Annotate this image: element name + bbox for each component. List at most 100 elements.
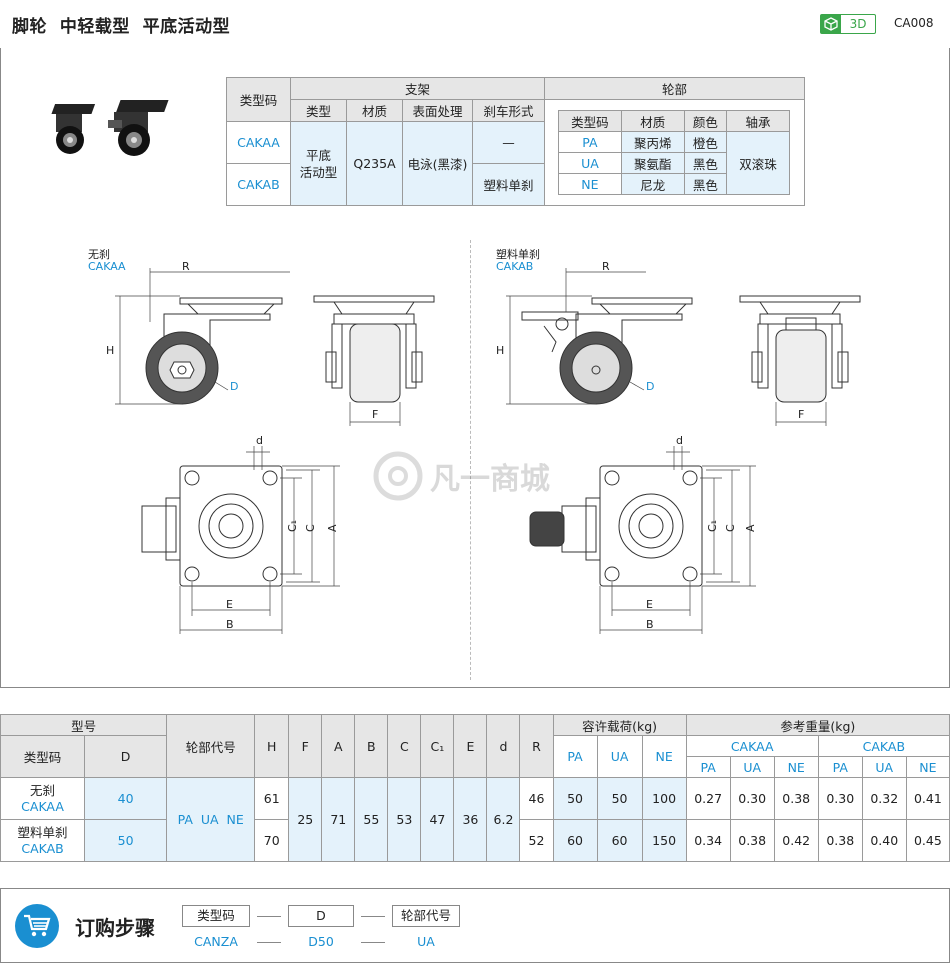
dim-e: E xyxy=(226,598,233,611)
wheel-color: 橙色 xyxy=(683,131,728,153)
weight-value: 0.42 xyxy=(773,819,819,862)
wheel-code: NE xyxy=(558,173,622,195)
weight-col-header: UA xyxy=(729,756,775,778)
load-value: 60 xyxy=(552,819,598,862)
weight-value: 0.38 xyxy=(729,819,775,862)
r-value: 46 xyxy=(519,777,554,820)
step-d: D xyxy=(288,905,354,927)
spec-row-code: CAKAB xyxy=(226,163,291,206)
watermark-logo-icon xyxy=(373,451,423,501)
right-side-view-drawing: R H D xyxy=(496,262,693,405)
weight-value: 0.30 xyxy=(729,777,775,820)
dim-col-header: R xyxy=(519,714,554,778)
dim-d: D xyxy=(646,380,654,393)
3d-badge-button[interactable]: 3D xyxy=(820,14,876,34)
wheel-subtable: 类型码 材质 颜色 轴承 PA 聚丙烯 橙色 双滚珠 UA 聚氨酯 黑色 xyxy=(558,110,790,195)
step-type-code: 类型码 xyxy=(182,905,250,927)
step-value-d: D50 xyxy=(308,934,334,949)
wheel-col: 类型码 xyxy=(558,110,622,132)
dim-d: D xyxy=(230,380,238,393)
dim-h: H xyxy=(106,344,114,357)
wheel-code-value: PA UA NE xyxy=(166,777,256,862)
spec-bracket-col: 刹车形式 xyxy=(472,99,545,122)
weight-value: 0.38 xyxy=(773,777,819,820)
step-connector xyxy=(361,916,385,917)
h-value: 61 xyxy=(254,777,290,820)
table-row: 塑料单刹 CAKAB 50 70 52 60 60 150 0.34 0.38 … xyxy=(0,819,950,862)
step-value-wheel-code: UA xyxy=(417,934,435,949)
weight-col-header: NE xyxy=(905,756,950,778)
wheel-col: 材质 xyxy=(620,110,685,132)
e-value: 36 xyxy=(453,777,488,862)
a-value: 71 xyxy=(321,777,356,862)
b-value: 55 xyxy=(354,777,389,862)
type-label: 塑料单刹 xyxy=(17,824,68,840)
dim-small-d: d xyxy=(676,436,683,447)
wheel-col: 轴承 xyxy=(726,110,790,132)
bracket-material: Q235A xyxy=(346,121,403,206)
cart-icon xyxy=(15,904,59,948)
d-value: 40 xyxy=(84,777,168,820)
cube-icon xyxy=(821,15,841,33)
step-connector xyxy=(361,942,385,943)
dim-e: E xyxy=(646,598,653,611)
dim-col-header: B xyxy=(354,714,389,778)
dim-model-header: 型号 xyxy=(0,714,168,736)
d-value: 50 xyxy=(84,819,168,862)
c-value: 53 xyxy=(387,777,422,862)
dim-weight-header: 参考重量(kg) xyxy=(685,714,950,736)
weight-value: 0.32 xyxy=(861,777,907,820)
brake-type: 塑料单刹 xyxy=(472,163,545,206)
spec-wheel-header: 轮部 xyxy=(544,77,805,100)
weight-value: 0.41 xyxy=(905,777,950,820)
dim-f: F xyxy=(798,408,804,421)
wheel-subtable-cell: 类型码 材质 颜色 轴承 PA 聚丙烯 橙色 双滚珠 UA 聚氨酯 黑色 xyxy=(544,99,805,206)
dimension-table: 型号 轮部代号 H F A B C C₁ E d R 容许载荷(kg) 参考重量… xyxy=(0,714,950,862)
dim-load-header: 容许载荷(kg) xyxy=(552,714,687,736)
f-value: 25 xyxy=(288,777,323,862)
bracket-surface: 电泳(黑漆) xyxy=(402,121,473,206)
left-drawing-label: 无刹 xyxy=(88,248,110,261)
dim-a: A xyxy=(326,524,339,532)
dim-wheel-code-header: 轮部代号 xyxy=(166,714,256,778)
weight-value: 0.40 xyxy=(861,819,907,862)
dim-type-code-header: 类型码 xyxy=(0,735,86,778)
page-title: 脚轮 中轻载型 平底活动型 xyxy=(12,17,231,37)
h-value: 70 xyxy=(254,819,290,862)
weight-value: 0.27 xyxy=(685,777,731,820)
load-value: 150 xyxy=(641,819,687,862)
dim-r: R xyxy=(182,262,190,273)
weight-col-header: PA xyxy=(817,756,863,778)
r-value: 52 xyxy=(519,819,554,862)
watermark-text: 凡一商城 xyxy=(430,462,550,497)
left-drawing-code: CAKAA xyxy=(88,260,126,273)
right-front-view-drawing: F xyxy=(739,295,861,426)
load-value: 60 xyxy=(596,819,643,862)
brake-type: — xyxy=(472,121,545,164)
step-value-type-code: CANZA xyxy=(194,934,238,949)
spec-bracket-col: 类型 xyxy=(290,99,347,122)
dim-small-d: d xyxy=(256,436,263,447)
dim-col-header: A xyxy=(321,714,356,778)
dim-r: R xyxy=(602,262,610,273)
type-code-cell: 塑料单刹 CAKAB xyxy=(0,819,86,862)
load-value: 100 xyxy=(641,777,687,820)
spec-bracket-header: 支架 xyxy=(290,77,545,100)
spec-type-code-header: 类型码 xyxy=(226,77,291,122)
dim-b: B xyxy=(646,618,654,631)
weight-value: 0.34 xyxy=(685,819,731,862)
wheel-bearing: 双滚珠 xyxy=(726,131,790,195)
spec-bracket-col: 表面处理 xyxy=(402,99,473,122)
3d-label: 3D xyxy=(849,17,867,31)
load-col-header: UA xyxy=(596,735,643,778)
load-col-header: PA xyxy=(552,735,598,778)
type-label: 无刹 xyxy=(30,782,56,798)
right-drawing-label: 塑料单刹 xyxy=(496,248,540,261)
small-d-value: 6.2 xyxy=(486,777,521,862)
load-value: 50 xyxy=(552,777,598,820)
dim-c1: C₁ xyxy=(286,520,299,532)
type-code-cell: 无刹 CAKAA xyxy=(0,777,86,820)
dim-f: F xyxy=(372,408,378,421)
product-code: CA008 xyxy=(894,16,934,30)
step-wheel-code: 轮部代号 xyxy=(392,905,460,927)
